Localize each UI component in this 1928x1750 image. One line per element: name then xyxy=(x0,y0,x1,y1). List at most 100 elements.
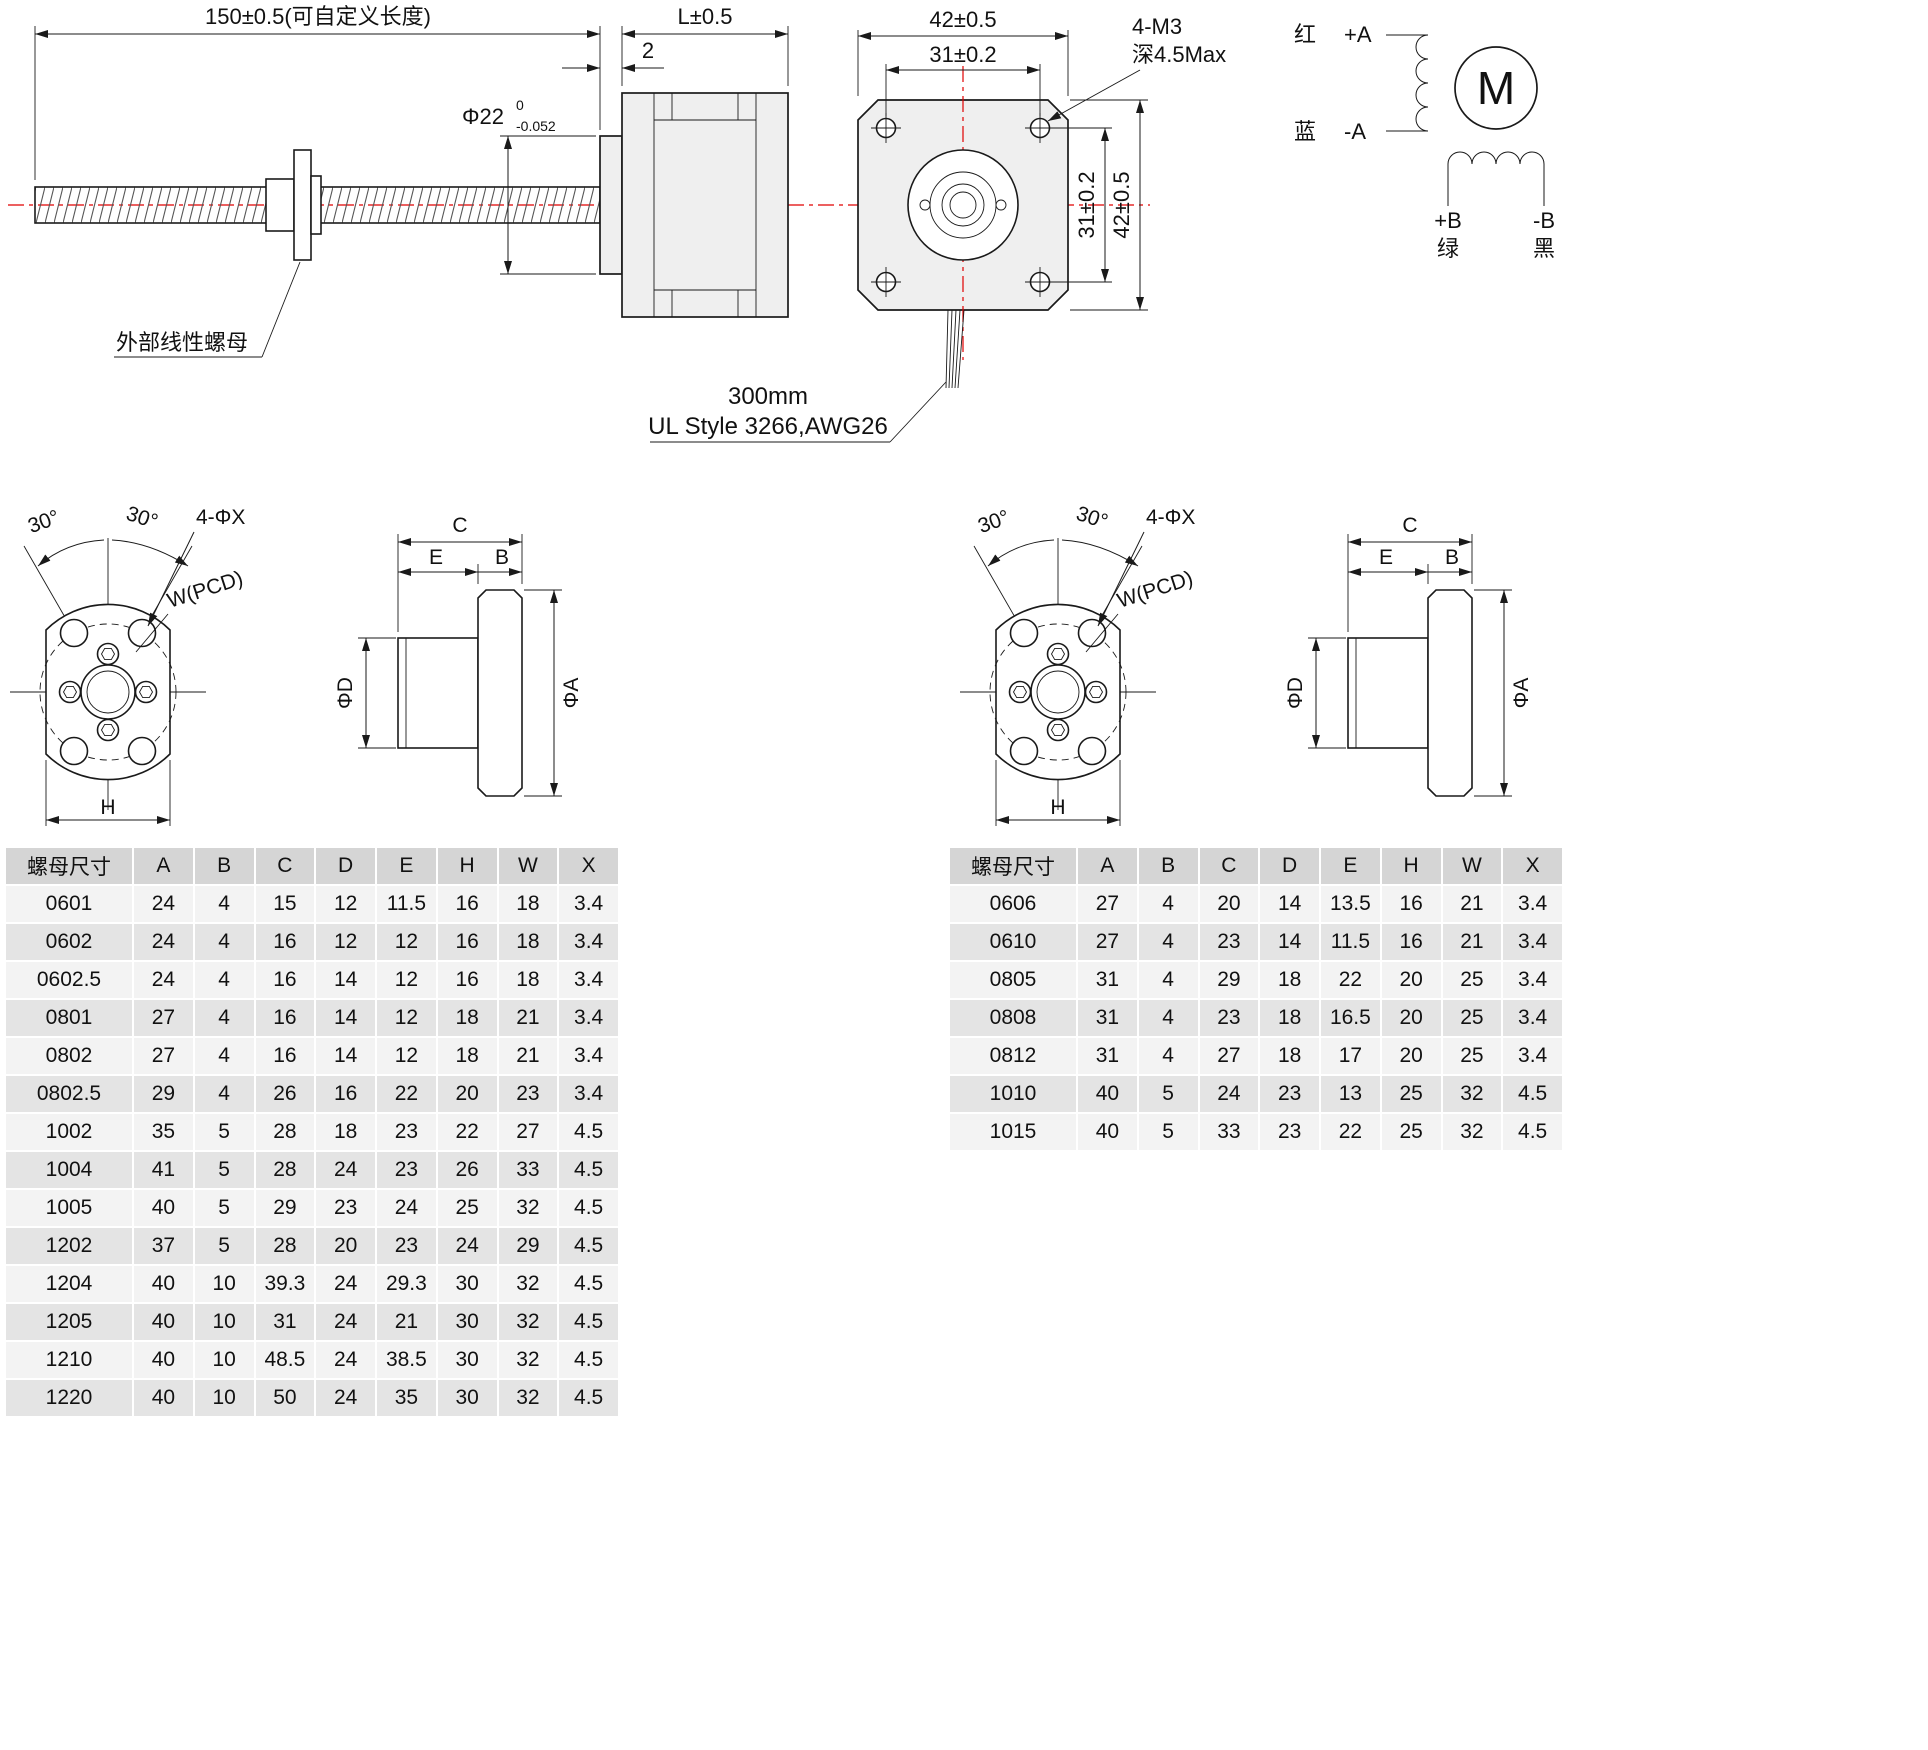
table-cell: 23 xyxy=(498,1076,558,1112)
table-cell: 23 xyxy=(1199,924,1259,960)
table-cell: 4 xyxy=(194,1038,254,1074)
boss-diameter-dimension: Φ22 0 -0.052 xyxy=(462,97,596,275)
dim-c-label: C xyxy=(452,514,467,537)
table-cell: 40 xyxy=(134,1190,193,1226)
face-height-dim-label: 42±0.5 xyxy=(1109,171,1134,238)
table-cell: 31 xyxy=(1078,1000,1137,1036)
column-header: H xyxy=(437,848,497,884)
boss-thickness-dim-label: 2 xyxy=(642,38,654,63)
angle-left-label: 30° xyxy=(975,506,1013,538)
table-cell: 4.5 xyxy=(559,1190,618,1226)
table-cell: 1015 xyxy=(950,1114,1076,1150)
face-height-dimension: 42±0.5 xyxy=(1070,99,1148,311)
body-length-dimension: L±0.5 xyxy=(621,4,789,86)
table-cell: 4 xyxy=(194,1000,254,1036)
dim-phi-a: ΦA xyxy=(524,589,583,797)
table-cell: 12 xyxy=(377,962,436,998)
table-cell: 21 xyxy=(1442,924,1502,960)
table-cell: 35 xyxy=(377,1380,436,1416)
table-cell: 30 xyxy=(437,1380,497,1416)
lead-wires: 300mm UL Style 3266,AWG26 xyxy=(648,309,965,443)
table-cell: 32 xyxy=(498,1190,558,1226)
column-header: C xyxy=(255,848,315,884)
table-cell: 5 xyxy=(1138,1114,1198,1150)
table-cell: 4 xyxy=(194,1076,254,1112)
table-cell: 11.5 xyxy=(1321,924,1380,960)
table-cell: 16 xyxy=(437,886,497,922)
table-cell: 40 xyxy=(1078,1076,1137,1112)
table-cell: 12 xyxy=(377,1038,436,1074)
table-cell: 39.3 xyxy=(255,1266,315,1302)
dim-h-label: H xyxy=(100,796,115,819)
table-cell: 31 xyxy=(1078,962,1137,998)
table-cell: 22 xyxy=(1321,1114,1380,1150)
table-cell: 0602.5 xyxy=(6,962,132,998)
flange-side-view: C E B ΦD ΦA xyxy=(334,514,583,797)
table-cell: 50 xyxy=(255,1380,315,1416)
column-header: 螺母尺寸 xyxy=(950,848,1076,884)
table-cell: 0602 xyxy=(6,924,132,960)
black-wire-label: 黑 xyxy=(1533,236,1555,261)
boss-thickness-dimension: 2 xyxy=(562,38,664,72)
table-cell: 21 xyxy=(498,1000,558,1036)
table-cell: 32 xyxy=(498,1266,558,1302)
table-cell: 4.5 xyxy=(559,1342,618,1378)
table-cell: 20 xyxy=(1381,962,1441,998)
table-cell: 20 xyxy=(437,1076,497,1112)
angle-left-label: 30° xyxy=(25,506,63,538)
table-cell: 16 xyxy=(255,924,315,960)
table-cell: 21 xyxy=(1442,886,1502,922)
table-cell: 40 xyxy=(134,1304,193,1340)
pilot-circle xyxy=(907,149,1019,261)
screw-length-dimension: 150±0.5(可自定义长度) xyxy=(34,4,601,180)
table-cell: 20 xyxy=(1199,886,1259,922)
table-cell: 24 xyxy=(316,1266,375,1302)
table-cell: 31 xyxy=(255,1304,315,1340)
motor-body-side xyxy=(621,92,789,318)
table-cell: 4 xyxy=(1138,1038,1198,1074)
table-cell: 5 xyxy=(194,1228,254,1264)
table-cell: 10 xyxy=(194,1342,254,1378)
table-cell: 16 xyxy=(437,962,497,998)
table-cell: 26 xyxy=(437,1152,497,1188)
table-cell: 40 xyxy=(1078,1114,1137,1150)
dim-h-label: H xyxy=(1050,796,1065,819)
table-cell: 15 xyxy=(255,886,315,922)
table-cell: 32 xyxy=(498,1304,558,1340)
table-cell: 22 xyxy=(437,1114,497,1150)
phase-a-minus-label: -A xyxy=(1344,119,1366,144)
table-cell: 14 xyxy=(316,1000,375,1036)
pcd-callout-label: W(PCD) xyxy=(164,567,245,613)
dim-d-label: ΦD xyxy=(1284,677,1307,709)
table-cell: 24 xyxy=(134,962,193,998)
column-header: B xyxy=(1138,848,1198,884)
table-cell: 29.3 xyxy=(377,1266,436,1302)
flange-disc xyxy=(477,589,523,797)
table-cell: 27 xyxy=(1199,1038,1259,1074)
boss-diameter-dim-label: Φ22 xyxy=(462,104,504,129)
table-cell: 1005 xyxy=(6,1190,132,1226)
table-cell: 28 xyxy=(255,1228,315,1264)
table-cell: 14 xyxy=(1260,924,1319,960)
table-cell: 40 xyxy=(134,1380,193,1416)
table-cell: 4 xyxy=(1138,924,1198,960)
dim-b-label: B xyxy=(495,546,509,569)
dim-e-b: E B xyxy=(1348,546,1472,584)
table-cell: 18 xyxy=(1260,962,1319,998)
table-cell: 23 xyxy=(316,1190,375,1226)
dim-a-label: ΦA xyxy=(1510,678,1533,709)
table-cell: 25 xyxy=(1442,962,1502,998)
dim-d-label: ΦD xyxy=(334,677,357,709)
table-cell: 18 xyxy=(1260,1038,1319,1074)
column-header: W xyxy=(498,848,558,884)
column-header: A xyxy=(134,848,193,884)
hole-spacing-v-dim-label: 31±0.2 xyxy=(1074,171,1099,238)
table-cell: 4 xyxy=(194,962,254,998)
